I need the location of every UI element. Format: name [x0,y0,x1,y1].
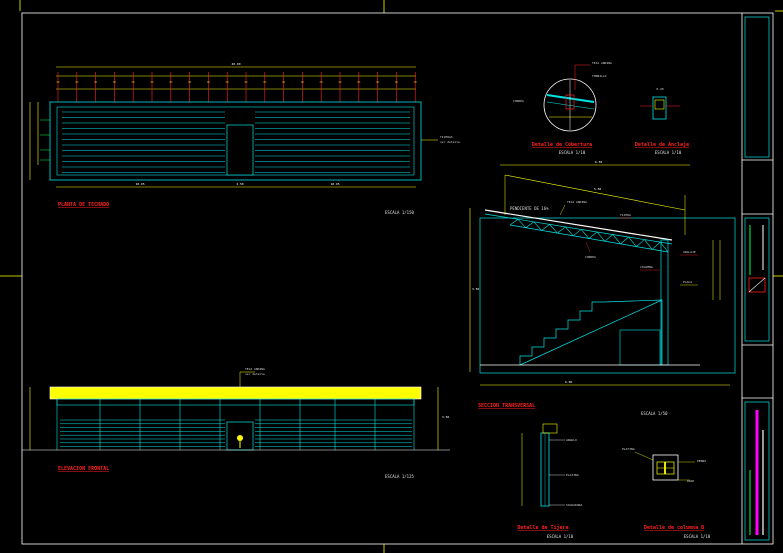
column-scale: ESCALA 1/10 [684,534,711,539]
svg-text:40.00: 40.00 [231,62,240,66]
svg-text:TEJA ANDINA: TEJA ANDINA [592,61,612,65]
covering-title: Detalle de Cobertura [532,142,592,148]
sheet-border [21,12,774,545]
svg-text:DADO: DADO [687,479,694,483]
section-view: 3.50 6.00 6.50 5.50 PENDIENTE DE 16% TEJ… [469,160,736,416]
svg-text:SOLDADURA: SOLDADURA [566,503,582,507]
truss-title: Detalle de Tijera [517,524,568,531]
column-title: Detalle de columna B [644,525,704,531]
anchor-scale: ESCALA 1/10 [655,150,682,155]
svg-text:PERNO: PERNO [697,459,706,463]
plan-view: 40.00 18.95 2.50 18.95 TIJERAS ver detal… [29,62,460,215]
svg-text:18.95: 18.95 [135,182,144,186]
detail-truss: ANGULO PLATINA SOLDADURA Detalle de Tije… [517,423,582,539]
anchor-title: Detalle de Anclaje [635,141,689,148]
detail-column: PLATINA PERNO DADO Detalle de columna B … [622,447,711,539]
svg-text:ver detalle: ver detalle [245,372,265,376]
section-scale: ESCALA 1/50 [641,411,668,416]
svg-text:COLUMNA: COLUMNA [640,265,653,269]
svg-text:PLATINA: PLATINA [566,473,579,477]
elevation-view: 3.50 TEJA ANDINA ver detalle ELEVACION F… [22,367,450,479]
svg-text:TORNILLO: TORNILLO [592,74,607,78]
detail-covering: TEJA ANDINA TORNILLO CORREA Detalle de C… [513,61,612,155]
svg-text:ANGULO: ANGULO [566,438,577,442]
svg-text:2.50: 2.50 [236,182,243,186]
svg-text:PLACA: PLACA [683,280,692,284]
svg-text:TIJERAS: TIJERAS [440,135,453,139]
plan-scale: ESCALA 1/150 [385,210,414,215]
plan-title: PLANTA DE TECHADO [58,202,109,208]
svg-text:3.50: 3.50 [442,415,449,419]
svg-text:TEJA ANDINA: TEJA ANDINA [245,367,265,371]
svg-text:TIJERA: TIJERA [620,213,631,217]
truss-scale: ESCALA 1/10 [547,534,574,539]
svg-text:TEJA ANDINA: TEJA ANDINA [567,200,587,204]
section-title: SECCION TRANSVERSAL [478,403,535,409]
svg-text:0.20: 0.20 [656,87,663,91]
svg-text:ANCLAJE: ANCLAJE [683,250,696,254]
svg-text:PLATINA: PLATINA [622,447,635,451]
svg-text:CORREA: CORREA [513,99,524,103]
svg-text:3.50: 3.50 [472,287,479,291]
slope-label: PENDIENTE DE 16% [510,206,549,211]
svg-text:6.00: 6.00 [565,380,572,384]
svg-text:CORREA: CORREA [585,255,596,259]
svg-text:5.50: 5.50 [594,187,601,191]
elevation-scale: ESCALA 1/125 [385,474,414,479]
covering-scale: ESCALA 1/10 [559,150,586,155]
svg-text:ver detalle: ver detalle [440,140,460,144]
title-block [744,16,770,541]
elevation-title: ELEVACION FRONTAL [58,466,109,472]
detail-anchor: 0.20 Detalle de Anclaje ESCALA 1/10 [635,87,689,155]
svg-text:18.95: 18.95 [330,182,339,186]
svg-text:6.50: 6.50 [595,160,602,164]
